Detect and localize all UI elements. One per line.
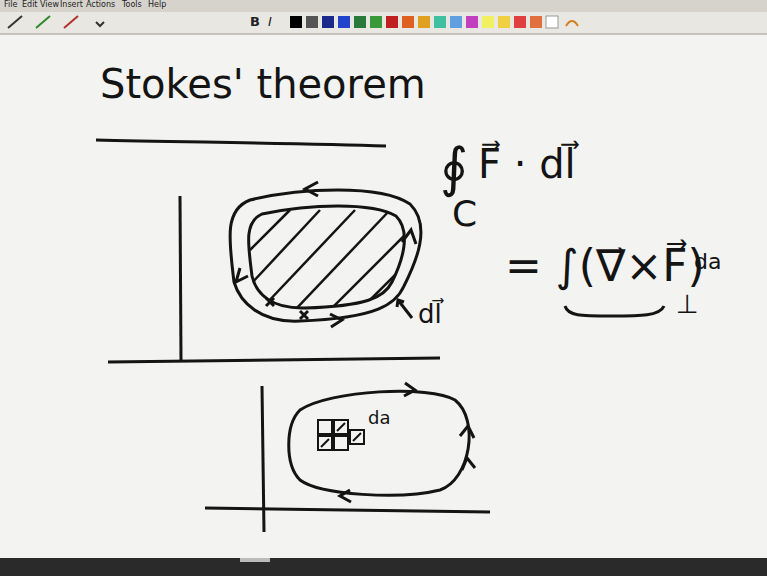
menu-item: File bbox=[4, 1, 17, 10]
line-element: dl⃗ bbox=[418, 300, 442, 329]
toolbar-border bbox=[0, 34, 767, 35]
line-integrand: F⃗ · dl⃗ bbox=[478, 142, 576, 186]
title: Stokes' theorem bbox=[100, 62, 426, 106]
contour-integral-sign: ∮ bbox=[440, 138, 468, 197]
perpendicular-symbol: ⊥ bbox=[676, 290, 699, 319]
menu-item: Insert bbox=[60, 1, 83, 10]
area-element: da bbox=[694, 250, 721, 274]
surface-integral: = ∫(∇⃗×F⃗) bbox=[505, 242, 705, 290]
menu-item: View bbox=[40, 1, 59, 10]
contour-name: C bbox=[452, 194, 477, 234]
area-element: da bbox=[368, 408, 390, 428]
bottom-bar bbox=[0, 558, 767, 576]
italic-button: I bbox=[268, 15, 272, 29]
menu-item: Edit bbox=[22, 1, 38, 10]
menu-bar bbox=[0, 0, 767, 12]
pen-tools bbox=[8, 16, 104, 28]
title-underline bbox=[96, 140, 386, 146]
underbrace bbox=[565, 306, 664, 316]
menu-item: Tools bbox=[122, 1, 142, 10]
toolbar bbox=[0, 12, 767, 34]
color-palette bbox=[290, 16, 578, 28]
bold-button: B bbox=[250, 15, 260, 29]
scroll-tab bbox=[240, 558, 270, 562]
stokes-patch-figure bbox=[205, 383, 490, 532]
menu-item: Help bbox=[148, 1, 166, 10]
stokes-surface-figure bbox=[108, 182, 440, 362]
menu-item: Actions bbox=[86, 1, 115, 10]
